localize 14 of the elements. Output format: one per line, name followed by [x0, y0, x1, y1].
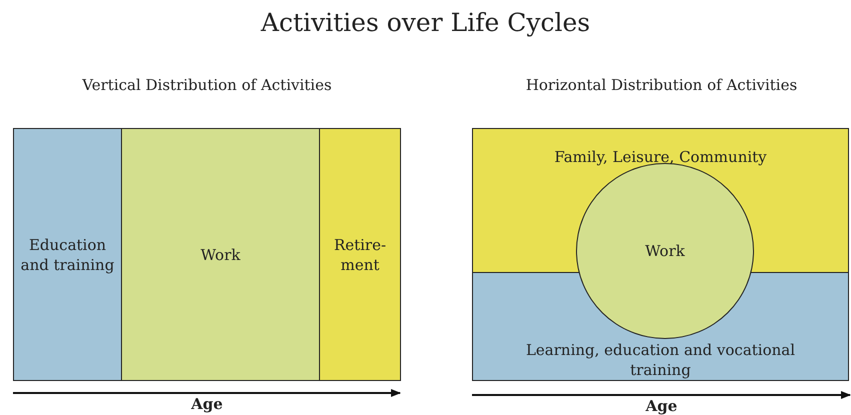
stage-column [13, 128, 122, 381]
node-label: Work [200, 244, 242, 264]
node-label: Education and training [20, 234, 116, 274]
node-label: Learning, education and vocational training [524, 340, 796, 380]
axis-label: Age [190, 395, 224, 414]
node-label: Work [644, 241, 686, 261]
diagram-title: Activities over Life Cycles [260, 7, 592, 39]
stage-column [319, 128, 401, 381]
node-label: Family, Leisure, Community [553, 147, 768, 167]
node-label: Retire-ment [332, 234, 388, 274]
axis-label: Age [644, 397, 678, 415]
stage-column [121, 128, 320, 381]
panel-heading: Horizontal Distribution of Activities [524, 76, 798, 95]
panel-heading: Vertical Distribution of Activities [81, 76, 333, 95]
